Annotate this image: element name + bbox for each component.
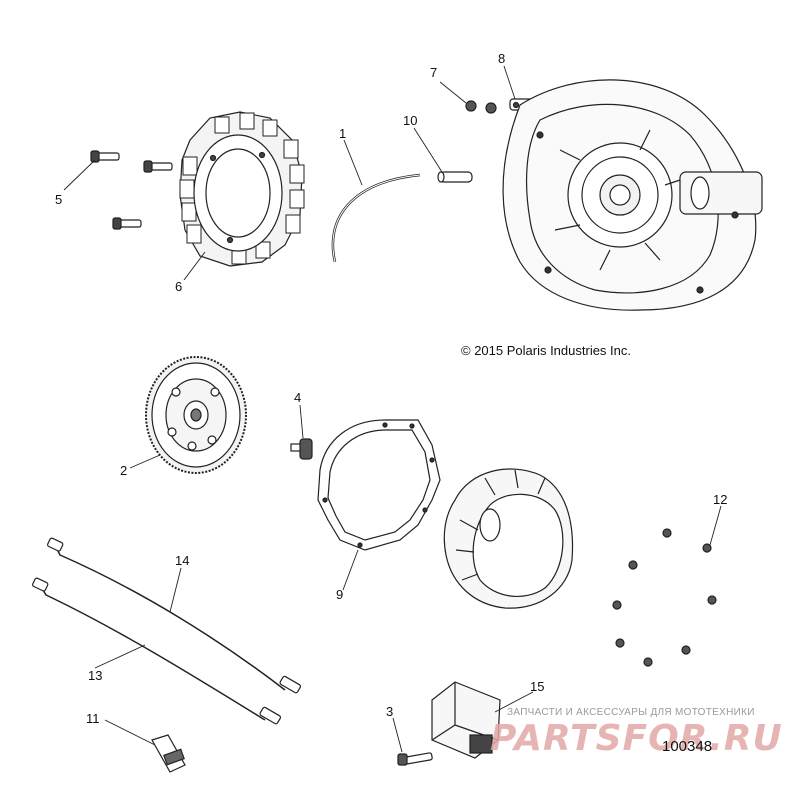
stator-part-6 <box>179 111 305 267</box>
regulator-part-15 <box>431 681 501 759</box>
cover-bolts-part-12 <box>612 528 717 667</box>
leader-lines <box>63 65 722 753</box>
document-number: 100348 <box>662 738 713 755</box>
crankcase-housing <box>502 79 763 311</box>
wire-part-1 <box>331 173 421 263</box>
callout-4: 4 <box>294 390 302 405</box>
spark-plug-part-11 <box>151 734 186 773</box>
copyright-notice: © 2015 Polaris Industries Inc. <box>461 343 631 358</box>
callout-11: 11 <box>86 711 100 726</box>
callout-9: 9 <box>336 587 344 602</box>
callout-3: 3 <box>386 704 394 719</box>
callout-8: 8 <box>498 51 506 66</box>
flywheel-part-2 <box>145 356 247 474</box>
sensor-cable-part-14 <box>47 537 302 694</box>
callout-15: 15 <box>530 679 545 694</box>
callout-7: 7 <box>430 65 438 80</box>
bolt-part-4 <box>290 438 313 460</box>
callout-10: 10 <box>403 113 418 128</box>
sensor-cable-part-13 <box>32 577 282 725</box>
gasket-part-9 <box>317 419 441 551</box>
callout-12: 12 <box>713 492 728 507</box>
screw-part-7 <box>465 100 497 114</box>
watermark-logo: PARTSFOR.RU <box>490 718 783 759</box>
watermark-tagline: ЗАПЧАСТИ И АКСЕССУАРЫ ДЛЯ МОТОТЕХНИКИ <box>507 707 755 718</box>
bolt-part-3 <box>397 752 433 766</box>
callout-6: 6 <box>175 279 183 294</box>
callout-14: 14 <box>175 553 190 568</box>
callout-1: 1 <box>339 126 347 141</box>
stator-screw-part-5 <box>90 150 173 230</box>
callout-13: 13 <box>88 668 103 683</box>
callout-2: 2 <box>120 463 128 478</box>
sleeve-part-10 <box>437 171 473 183</box>
magneto-cover <box>443 468 574 609</box>
callout-5: 5 <box>55 192 63 207</box>
